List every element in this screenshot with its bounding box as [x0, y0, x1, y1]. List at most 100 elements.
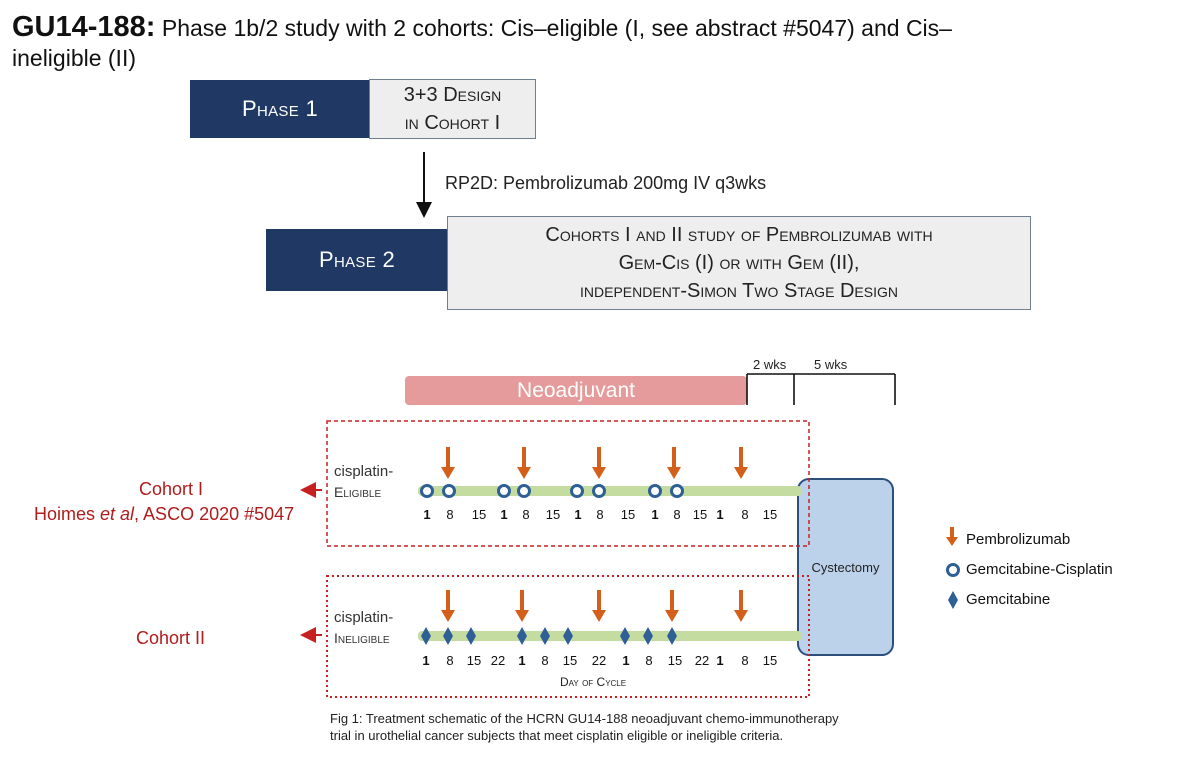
- gemcitabine-diamond: [643, 627, 653, 645]
- cohort1-day-3: 15: [471, 507, 487, 522]
- neoadjuvant-label: Neoadjuvant: [517, 378, 635, 402]
- cohort2-day-2: 8: [446, 653, 454, 668]
- legend-pembrolizumab: Pembrolizumab: [966, 531, 1071, 548]
- pembrolizumab-arrow: [441, 590, 455, 622]
- cohort1-timeline-bar: [418, 486, 802, 496]
- gemcitabine-diamond: [517, 627, 527, 645]
- cohort1-day-12: 15: [692, 507, 708, 522]
- gemcitabine-diamond: [667, 627, 677, 645]
- phase2-box: Phase 2: [266, 229, 448, 291]
- cohort2-day-8: 22: [591, 653, 607, 668]
- study-code: GU14-188:: [12, 11, 156, 43]
- reference-authors: Hoimes: [34, 504, 101, 524]
- cohort1-day-1: 1: [423, 507, 431, 522]
- cohort1-day-11: 8: [673, 507, 681, 522]
- cohort1-day-14: 8: [741, 507, 749, 522]
- cohort1-row-label-line2: Eligible: [334, 484, 382, 500]
- day-of-cycle-label: Day of Cycle: [560, 675, 627, 689]
- two-weeks-label: 2 wks: [753, 357, 787, 372]
- cohort2-day-5: 1: [518, 653, 526, 668]
- cohort2-day-3: 15: [466, 653, 482, 668]
- cohort1-day-10: 1: [651, 507, 659, 522]
- cohort1-day-15: 15: [762, 507, 778, 522]
- cohort2-day-6: 8: [541, 653, 549, 668]
- phase2-line1: Cohorts I and II study of Pembrolizumab …: [545, 224, 933, 246]
- cohort2-day-4: 22: [490, 653, 506, 668]
- gem-cis-circle: [497, 484, 511, 498]
- cohort1-dashed-box: [326, 420, 810, 547]
- gem-cis-circle: [670, 484, 684, 498]
- legend-gem-cis-icon: [946, 563, 960, 577]
- gem-cis-circle: [592, 484, 606, 498]
- phase1-box: Phase 1: [190, 80, 370, 138]
- legend-gem-cis: Gemcitabine-Cisplatin: [966, 561, 1113, 578]
- study-description-line1: Phase 1b/2 study with 2 cohorts: Cis–eli…: [161, 15, 952, 41]
- cohort2-row-label: cisplatin- Ineligible: [334, 608, 393, 649]
- cohort1-row-label-line1: cisplatin-: [334, 463, 394, 480]
- pembrolizumab-arrow: [734, 447, 748, 479]
- cohort1-day-13: 1: [716, 507, 724, 522]
- header: GU14-188: Phase 1b/2 study with 2 cohort…: [12, 12, 1192, 73]
- pembrolizumab-arrow: [592, 447, 606, 479]
- cohort2-dashed-box: [326, 575, 810, 698]
- pembrolizumab-arrow: [515, 590, 529, 622]
- phase1-design-line1: 3+3 Design: [403, 84, 502, 106]
- legend-gemcitabine: Gemcitabine: [966, 591, 1051, 608]
- phase2-line2: Gem-Cis (I) or with Gem (II),: [618, 252, 860, 274]
- gemcitabine-diamond: [443, 627, 453, 645]
- cohort1-day-2: 8: [446, 507, 454, 522]
- cohort2-label: Cohort II: [136, 628, 206, 648]
- cohort2-day-1: 1: [422, 653, 430, 668]
- cohort2-day-9: 1: [622, 653, 630, 668]
- cohort1-pembrolizumab-arrows: [441, 447, 748, 479]
- cohort1-gem-cis-markers: [420, 484, 684, 498]
- cystectomy-label: Cystectomy: [811, 559, 880, 575]
- gemcitabine-diamond: [620, 627, 630, 645]
- gemcitabine-diamond: [466, 627, 476, 645]
- legend-gemcitabine-icon: [948, 591, 958, 609]
- gemcitabine-diamond: [540, 627, 550, 645]
- phase2-design-box: Cohorts I and II study of Pembrolizumab …: [447, 216, 1031, 310]
- gemcitabine-diamond: [563, 627, 573, 645]
- cohort2-day-13: 1: [716, 653, 724, 668]
- cohort2-day-7: 15: [562, 653, 578, 668]
- caption-line1: Fig 1: Treatment schematic of the HCRN G…: [330, 711, 839, 726]
- cohort2-gemcitabine-markers: [421, 627, 677, 645]
- cohort1-row-label: cisplatin- Eligible: [334, 462, 393, 503]
- study-description-line2: ineligible (II): [12, 45, 136, 71]
- cohort1-day-4: 1: [500, 507, 508, 522]
- pembrolizumab-arrow: [441, 447, 455, 479]
- cohort1-day-9: 15: [620, 507, 636, 522]
- cohort1-label: Cohort I: [139, 479, 204, 499]
- phase2-label: Phase 2: [319, 247, 395, 272]
- cohort2-day-10: 8: [645, 653, 653, 668]
- gem-cis-circle: [420, 484, 434, 498]
- pembrolizumab-arrow: [667, 447, 681, 479]
- cohort1-day-6: 15: [545, 507, 561, 522]
- cohort1-day-5: 8: [522, 507, 530, 522]
- cohort1-day-7: 1: [574, 507, 582, 522]
- reference-etal: et al: [100, 504, 135, 524]
- reference-conference: , ASCO 2020 #5047: [134, 504, 295, 524]
- rp2d-text: RP2D: Pembrolizumab 200mg IV q3wks: [445, 173, 767, 193]
- gem-cis-circle: [648, 484, 662, 498]
- neoadjuvant-bar: Neoadjuvant: [405, 376, 747, 405]
- cohort1-reference: Hoimes et al, ASCO 2020 #5047: [34, 504, 294, 525]
- phase1-design-line2: in Cohort I: [404, 112, 501, 134]
- cohort2-pembrolizumab-arrows: [441, 590, 748, 622]
- phase1-design-box: 3+3 Design in Cohort I: [369, 79, 536, 139]
- gem-cis-circle: [442, 484, 456, 498]
- legend-pembrolizumab-icon: [946, 527, 958, 546]
- cohort2-day-12: 22: [694, 653, 710, 668]
- figure-caption: Fig 1: Treatment schematic of the HCRN G…: [330, 710, 839, 744]
- gem-cis-circle: [570, 484, 584, 498]
- cohort2-timeline-bar: [418, 631, 802, 641]
- cohort1-day-8: 8: [596, 507, 604, 522]
- gemcitabine-diamond: [421, 627, 431, 645]
- phase2-line3: independent-Simon Two Stage Design: [580, 280, 898, 302]
- gem-cis-circle: [517, 484, 531, 498]
- cohort2-row-label-line1: cisplatin-: [334, 609, 394, 626]
- cohort2-day-14: 8: [741, 653, 749, 668]
- phase1-label: Phase 1: [242, 96, 318, 121]
- cystectomy-box: Cystectomy: [797, 478, 894, 656]
